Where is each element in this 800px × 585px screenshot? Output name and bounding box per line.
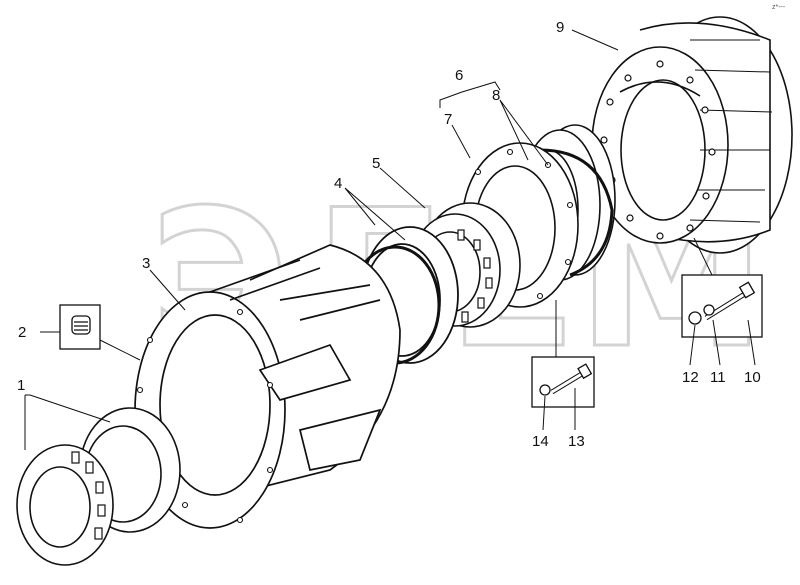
part-9-outer-ring — [591, 16, 793, 254]
callout-7: 7 — [444, 111, 452, 128]
callout-14: 14 — [532, 433, 549, 450]
callout-13: 13 — [568, 433, 585, 450]
callout-5: 5 — [372, 155, 380, 172]
callout-9: 9 — [556, 19, 564, 36]
callout-10: 10 — [744, 369, 761, 386]
corner-mark: z*--- — [772, 4, 786, 11]
callout-labels: 1 2 3 4 5 6 7 8 9 10 11 12 13 14 — [17, 19, 761, 450]
callout-4: 4 — [334, 175, 342, 192]
fastener-set-13-14 — [531, 356, 595, 408]
callout-8: 8 — [492, 87, 500, 104]
callout-6: 6 — [455, 67, 463, 84]
callout-3: 3 — [142, 255, 150, 272]
callout-12: 12 — [682, 369, 699, 386]
leader-lines — [24, 29, 756, 450]
callout-11: 11 — [710, 369, 726, 386]
part-2-plug — [59, 304, 101, 350]
fastener-set-10-12 — [681, 274, 763, 338]
callout-1: 1 — [17, 377, 25, 394]
part-1-bearing — [16, 407, 181, 566]
callout-2: 2 — [18, 324, 26, 341]
